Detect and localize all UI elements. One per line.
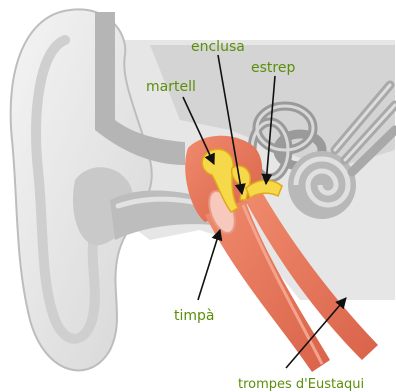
martell-label: martell — [146, 79, 196, 95]
estrep-label: estrep — [251, 60, 295, 76]
timpa-label: timpà — [174, 308, 214, 324]
enclusa-label: enclusa — [191, 39, 245, 55]
trompes-label: trompes d'Eustaqui — [238, 377, 364, 392]
timpa-arrow — [198, 230, 220, 300]
